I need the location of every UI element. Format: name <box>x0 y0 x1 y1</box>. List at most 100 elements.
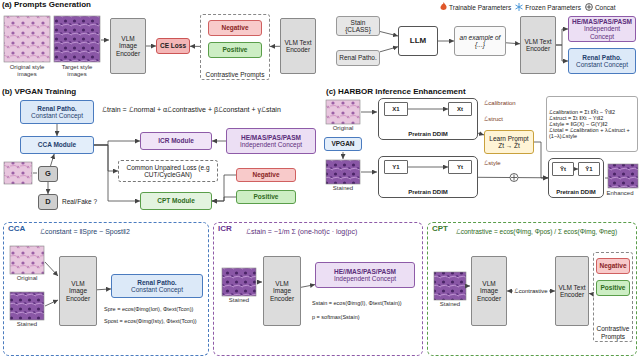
node-text: Independent Concept <box>334 275 396 282</box>
node-text: VLM Image Encoder <box>266 280 298 302</box>
module-box: CPT Module <box>140 192 212 210</box>
node-text: Pretrain DDIM <box>379 189 477 196</box>
input-box: Renal Patho. <box>336 50 380 66</box>
text-label: Spre = ecos(Φimg(Iori), Φtext(Tcon)) <box>104 306 208 312</box>
connector-arrow <box>408 167 448 168</box>
text-label: Stained <box>6 321 48 328</box>
legend-item: Trainable Parameters <box>440 2 511 12</box>
network-box: G <box>38 166 58 182</box>
encoder-box: VLM Image Encoder <box>59 256 97 326</box>
latent-box: Ŷt <box>552 162 574 176</box>
node-text: Renal Patho. <box>582 54 621 61</box>
module-box: CCA Module <box>20 136 94 154</box>
connector-arrow <box>301 285 315 288</box>
node-text: ICR <box>218 225 232 234</box>
text-label: Real/Fake ? <box>62 198 102 205</box>
encoder-box: VLM Image Encoder <box>110 18 146 74</box>
node-text: ℒtotal = ℒcalibration + λℒstruct + (1−λ)… <box>549 127 635 139</box>
node-text: ℒstyle = ‖G(X) − G(Y)‖2 <box>549 121 608 127</box>
text-label: Stained <box>322 185 364 192</box>
encoder-box: VLM Text Encoder <box>520 16 556 74</box>
concept-box: HE//MAS/PAS/PASMIndependent Concept <box>315 262 415 288</box>
node-text: Negative <box>599 262 626 269</box>
node-text: Constant Concept <box>131 286 183 293</box>
negative-prompt: Negative <box>208 20 262 36</box>
equation-box: ℒcalibration = Σt ‖X̂t − Ŷt‖2ℒstruct = Σ… <box>546 96 638 152</box>
legend-item: Concat <box>585 3 616 12</box>
connector-arrow <box>94 141 140 145</box>
node-text: VLM Image Encoder <box>62 280 94 302</box>
text-label: ℒstyle <box>484 160 512 167</box>
latent-box: Ŷ1 <box>578 162 600 176</box>
node-text: VLM Image Encoder <box>113 35 143 57</box>
node-text: Positive <box>254 193 279 200</box>
encoder-box: VLM Image Encoder <box>471 256 507 326</box>
node-text: Positive <box>601 284 626 291</box>
node-text: Learn Prompt <box>489 135 528 142</box>
node-text: Ŷt <box>560 166 566 173</box>
node-text: Renal Patho. <box>137 279 176 286</box>
node-text: VLM Text Encoder <box>283 39 313 54</box>
loss-box: CE Loss <box>156 38 190 54</box>
connector-arrow <box>57 124 58 136</box>
legend-sample <box>440 2 447 12</box>
module-panel: ICR VLM Image Encoder HE//MAS/PAS/PASMInde… <box>213 222 423 356</box>
snowflake-icon <box>515 3 523 11</box>
connector-arrow <box>270 46 280 47</box>
connector-arrow <box>408 109 448 110</box>
positive-prompt: Positive <box>208 42 262 58</box>
concept-box: Renal Patho.Constant Concept <box>111 274 203 298</box>
prompt-box: Learn PromptZt → Ẑt <box>484 130 534 154</box>
node-text: Common Unpaired Loss (e.g CUT/CycleGAN) <box>121 164 215 179</box>
node-text: Pretrain DDIM <box>549 189 603 196</box>
module-box: ICR Module <box>140 132 212 150</box>
connector-arrow <box>380 47 398 52</box>
node-text: Renal Patho. <box>339 54 377 61</box>
node-text: CPT <box>432 225 448 234</box>
connector-arrow <box>212 141 226 142</box>
ddim-box: Pretrain DDIMY1Yt <box>378 156 478 198</box>
ddim-box: Pretrain DDIM Ŷt Ŷ1 <box>548 158 604 198</box>
text-label: ℒconstant = ‖Spre − Spost‖2 <box>40 228 205 236</box>
connector-arrow <box>51 154 55 166</box>
text-label: Target style images <box>52 64 102 77</box>
node-text: CCA <box>8 225 25 234</box>
network-box: VPGAN <box>324 137 362 151</box>
node-text: Stain {CLASS} <box>339 19 377 34</box>
node-text: Pretrain DDIM <box>379 131 477 138</box>
connector-arrow <box>48 182 49 194</box>
concat-symbol <box>510 174 518 182</box>
llm-box: LLM <box>398 26 438 56</box>
connector-arrow <box>507 291 555 292</box>
connector-arrow <box>556 45 568 61</box>
legend-text: Trainable Parameters <box>449 4 511 11</box>
template-box: an example of {...} <box>454 26 506 56</box>
node-text: VLM Text Encoder <box>523 38 553 53</box>
connector-arrow <box>97 288 111 290</box>
connector-arrow <box>94 145 118 171</box>
node-text: VPGAN <box>331 140 354 147</box>
legend-text: Frozen Parameters <box>525 4 581 11</box>
module-panel: CCA VLM Image Encoder Renal Patho.Constant… <box>3 222 209 356</box>
network-box: D <box>38 194 58 210</box>
input-box: Stain {CLASS} <box>336 16 380 36</box>
text-label: Stained <box>429 301 471 308</box>
node-text: Negative <box>221 24 248 31</box>
concat-icon <box>585 3 593 11</box>
text-label: Spost = ecos(Φimg(Isty), Φtext(Tcon)) <box>104 318 208 324</box>
node-text: Contrastive Prompts <box>594 325 632 340</box>
node-text: Positive <box>223 46 248 53</box>
encoder-box: VLM Text Encoder <box>280 18 316 74</box>
text-label: (b) VPGAN Training <box>2 88 162 97</box>
node-text: HE/MAS/PAS/PASM <box>572 18 632 25</box>
text-label: Stained <box>218 297 260 304</box>
connector-arrow <box>380 32 398 37</box>
text-label: Original <box>6 275 48 282</box>
connector-arrow <box>506 43 520 44</box>
text-label: Original style images <box>2 64 52 77</box>
prompt-group: Contrastive PromptsNegativePositive <box>200 14 270 80</box>
tissue-images <box>4 16 638 320</box>
node-text: ICR Module <box>158 137 194 144</box>
latent-box: X1 <box>384 102 408 116</box>
node-text: Zt → Ẑt <box>498 142 520 149</box>
